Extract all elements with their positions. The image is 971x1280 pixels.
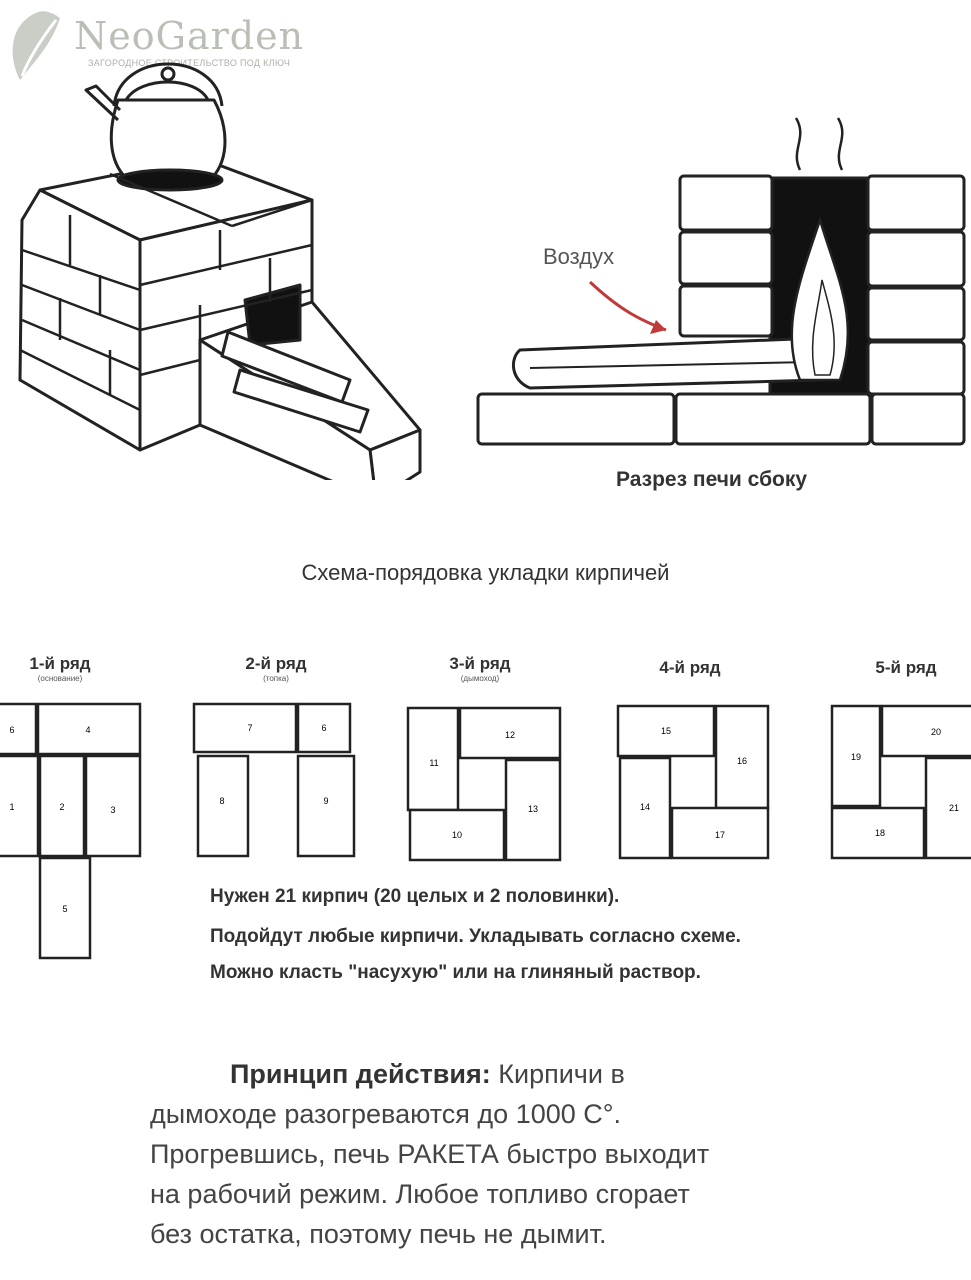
brick (866, 174, 966, 232)
brick (866, 286, 966, 342)
brick-number: 14 (640, 802, 650, 812)
smoke-icon (794, 117, 802, 171)
brick-layout-diagram: 6 4 1 2 3 5 7 6 8 9 11 12 13 10 15 16 14… (0, 702, 971, 960)
note-mortar: Можно класть "насухую" или на глиняный р… (210, 962, 701, 983)
principle-line: на рабочий режим. Любое топливо сгорает (150, 1179, 690, 1209)
brick-number: 13 (528, 804, 538, 814)
brick-number: 20 (931, 727, 941, 737)
fuel-log (232, 368, 370, 434)
row-1-header: 1-й ряд (основание) (0, 654, 120, 683)
kettle-lid (124, 80, 210, 102)
brick (866, 340, 966, 396)
brick (476, 392, 676, 446)
principle-line: Прогревшись, печь РАКЕТА быстро выходит (150, 1139, 710, 1169)
brick-number: 17 (715, 830, 725, 840)
logo-name: NeoGarden (74, 14, 305, 58)
brick-number: 9 (323, 796, 328, 806)
fuel-log (511, 336, 822, 390)
row-1-scheme (0, 702, 142, 960)
logo-tagline: ЗАГОРОДНОЕ СТРОИТЕЛЬСТВО ПОД КЛЮЧ (88, 58, 291, 68)
brick-6 (0, 702, 38, 756)
brick-number: 21 (949, 803, 959, 813)
row-subtitle: (топка) (263, 674, 289, 683)
principle-line: дымоходе разогреваются до 1000 С°. (150, 1099, 622, 1129)
brick-13 (504, 758, 562, 862)
brick-number: 7 (247, 723, 252, 733)
brick-21 (924, 756, 971, 860)
brick-number: 6 (9, 725, 14, 735)
brick-number: 2 (59, 802, 64, 812)
brick-2 (38, 754, 86, 858)
brick (674, 392, 872, 446)
side-section-caption: Разрез печи сбоку (616, 468, 808, 491)
brick-number: 18 (875, 828, 885, 838)
brick-18 (830, 806, 926, 860)
row-4-scheme (616, 704, 770, 860)
brick-17 (670, 806, 770, 860)
row-5-scheme (830, 704, 971, 860)
brick-8 (196, 754, 250, 858)
brick-number: 3 (110, 805, 115, 815)
note-any-bricks: Подойдут любые кирпичи. Укладывать согла… (210, 926, 741, 947)
brick-3 (84, 754, 142, 858)
principle-line: Кирпичи в (498, 1059, 625, 1089)
brick-number: 10 (452, 830, 462, 840)
kettle-handle (112, 62, 224, 107)
principle-label: Принцип действия: (230, 1059, 491, 1089)
brick-14 (618, 756, 672, 860)
brick-19 (830, 704, 882, 808)
brick-9 (296, 754, 356, 858)
brick-15 (616, 704, 716, 758)
row-subtitle: (дымоход) (460, 674, 500, 683)
brick (678, 284, 774, 338)
brick-number: 5 (62, 904, 67, 914)
brick-number: 8 (219, 796, 224, 806)
row-title: 1-й ряд (29, 654, 91, 673)
row-title: 3-й ряд (449, 654, 511, 673)
brick-number: 12 (505, 730, 515, 740)
brick-10 (408, 808, 506, 862)
leaf-logo-icon (12, 11, 60, 80)
row-4-header: 4-й ряд (630, 658, 750, 678)
brick-12 (458, 706, 562, 760)
brick (678, 230, 774, 286)
air-label: Воздух (543, 244, 615, 269)
brick-number: 4 (85, 725, 90, 735)
brick-number: 15 (661, 726, 671, 736)
brick-6 (296, 702, 352, 754)
brick-5 (38, 856, 92, 960)
brick-4 (36, 702, 142, 756)
row-subtitle: (основание) (37, 674, 83, 683)
note-brick-count: Нужен 21 кирпич (20 целых и 2 половинки)… (210, 886, 620, 907)
brick-7 (192, 702, 298, 754)
layout-scheme-title: Схема-порядовка укладки кирпичей (301, 560, 670, 585)
rocket-stove-illustration (18, 62, 422, 480)
kettle-spout (84, 84, 122, 122)
principle-line: без остатка, поэтому печь не дымит. (150, 1219, 607, 1249)
brick (866, 230, 966, 288)
side-section-diagram (476, 117, 966, 446)
principle-text: Принцип действия: Кирпичи в дымоходе раз… (150, 1054, 910, 1254)
row-5-header: 5-й ряд (846, 658, 966, 678)
brick (870, 392, 966, 446)
firebox-front (368, 428, 422, 480)
row-title: 5-й ряд (875, 658, 937, 677)
brick-20 (880, 704, 971, 758)
brick-number: 11 (429, 758, 438, 768)
row-3-header: 3-й ряд (дымоход) (420, 654, 540, 683)
row-title: 4-й ряд (659, 658, 721, 677)
air-arrow-icon (588, 280, 667, 332)
row-2-scheme (192, 702, 356, 858)
brick-number: 1 (9, 802, 14, 812)
brick-number: 6 (321, 723, 326, 733)
brick (678, 174, 774, 232)
brick-number: 19 (851, 752, 861, 762)
row-2-header: 2-й ряд (топка) (216, 654, 336, 683)
row-3-scheme (406, 706, 562, 862)
kettle-body (109, 98, 227, 180)
brick-1 (0, 754, 40, 858)
row-title: 2-й ряд (245, 654, 307, 673)
brick-16 (714, 704, 770, 810)
brick-number: 16 (737, 756, 747, 766)
